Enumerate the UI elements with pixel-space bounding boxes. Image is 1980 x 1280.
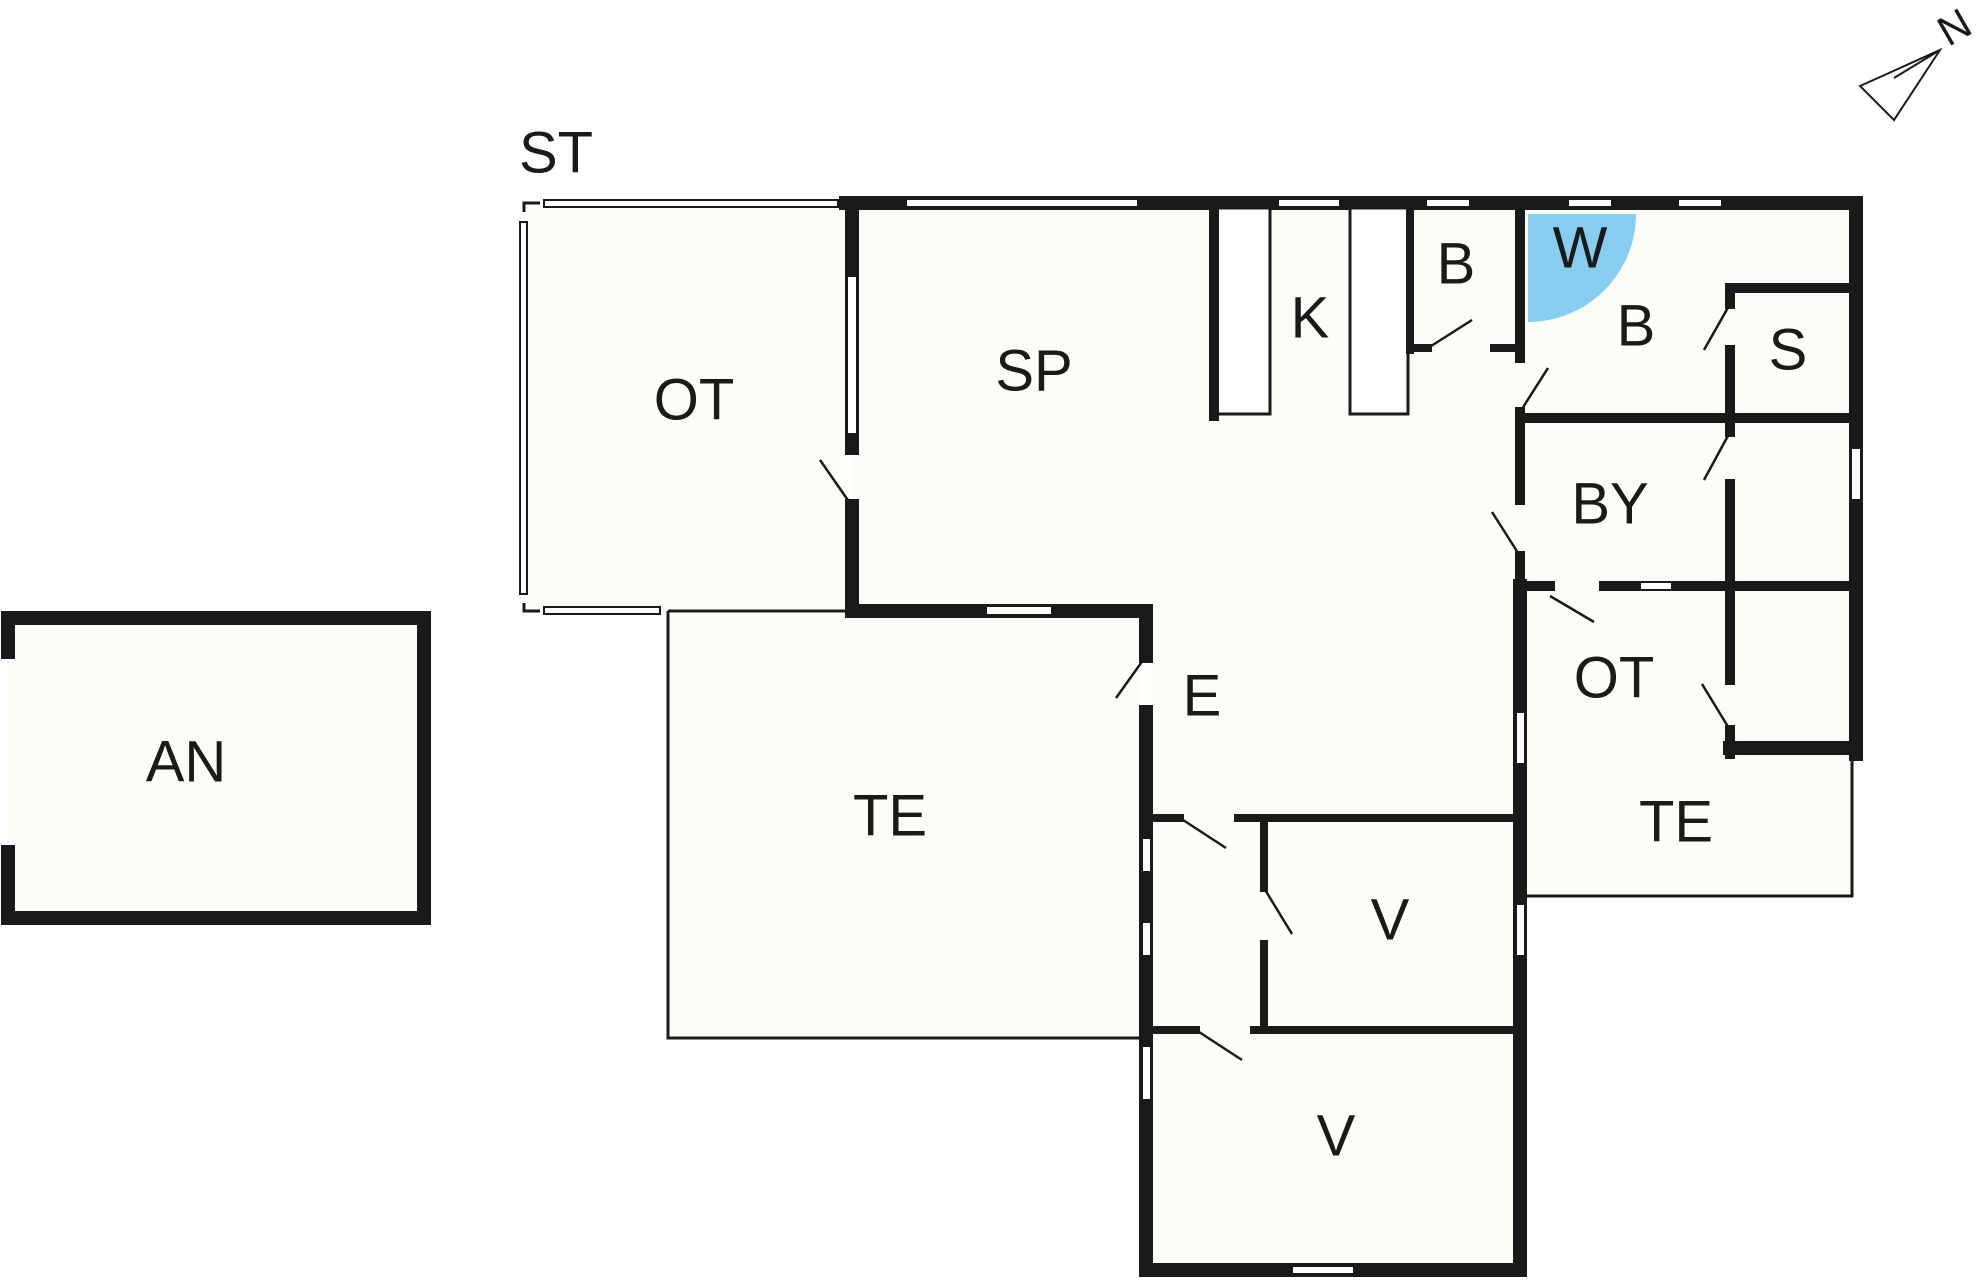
room-label-small-bath: B [1437, 231, 1476, 296]
room-label-bedroom-2: V [1317, 1103, 1356, 1168]
room-label-bath: B [1617, 293, 1656, 358]
terrace-outlines [522, 201, 1854, 1040]
compass: N [1858, 0, 1979, 122]
house-floor [852, 203, 1856, 1270]
window [543, 199, 839, 208]
annex-floor [8, 618, 424, 910]
window [1141, 837, 1152, 873]
room-label-terrace-west: TE [853, 783, 927, 848]
annex-walls [1, 611, 431, 925]
window [1567, 198, 1613, 208]
window [1141, 1045, 1152, 1101]
room-label-living: SP [995, 338, 1072, 403]
room-labels: ST AN OT SP K B W B S BY OT E TE TE V V [146, 120, 1808, 1168]
window [1515, 903, 1526, 957]
wall-windows [846, 198, 1862, 1275]
window [543, 606, 661, 615]
interior-walls [1142, 198, 1861, 1034]
window [905, 198, 1139, 208]
terrace-frame-windows [519, 199, 839, 615]
window [985, 605, 1053, 616]
window [1677, 198, 1723, 208]
room-label-entrance: E [1183, 663, 1222, 728]
room-label-sauna: S [1769, 317, 1808, 382]
room-label-annex: AN [146, 729, 227, 794]
washer-appliance [1528, 214, 1636, 322]
covered-terrace-floor [524, 203, 846, 611]
window [1639, 581, 1673, 591]
compass-letter: N [1929, 0, 1979, 55]
room-label-bedroom-1: V [1371, 887, 1410, 952]
window [1425, 198, 1471, 208]
room-label-back-terrace: OT [1574, 645, 1655, 710]
room-label-washer: W [1553, 215, 1608, 280]
room-label-kitchen: K [1291, 285, 1330, 350]
north-arrow-icon [1858, 47, 1943, 122]
room-label-covered-terrace: OT [654, 367, 735, 432]
window [1515, 711, 1526, 765]
room-label-utility: BY [1571, 471, 1648, 536]
terrace-west-floor [668, 611, 1140, 1038]
room-label-terrace-east: TE [1639, 789, 1713, 854]
window [519, 221, 528, 595]
window [1277, 198, 1341, 208]
window [1291, 1265, 1355, 1275]
floor-areas [8, 203, 1856, 1270]
outside-label: ST [519, 120, 593, 185]
window [1850, 447, 1862, 501]
doors [818, 303, 1732, 1062]
window [846, 275, 858, 435]
terrace-east-floor [1520, 748, 1852, 896]
window [1141, 921, 1152, 957]
